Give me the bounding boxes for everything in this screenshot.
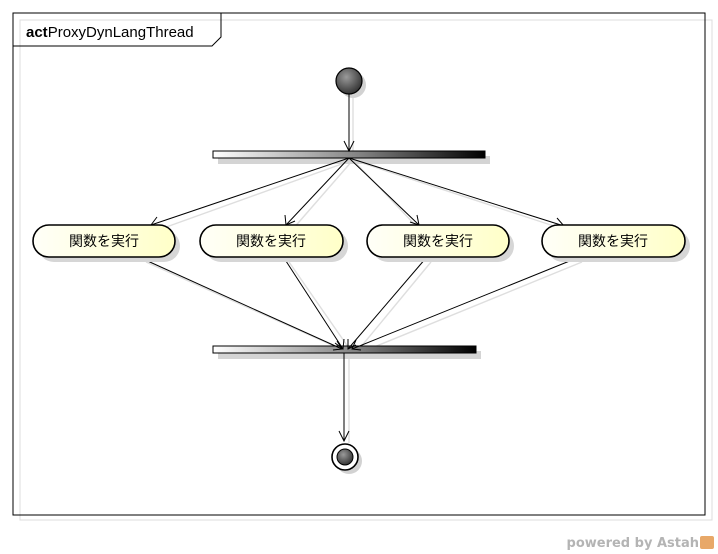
join-bar-shadow bbox=[218, 351, 481, 359]
diagram-frame bbox=[12, 12, 706, 516]
edge-shadows bbox=[145, 98, 583, 443]
frame-label-box bbox=[13, 13, 222, 47]
action-label: 関数を実行 bbox=[236, 234, 306, 250]
action-box bbox=[366, 224, 510, 258]
action-label: 関数を実行 bbox=[403, 234, 473, 250]
arrowhead bbox=[338, 430, 350, 443]
arrowhead bbox=[351, 339, 362, 351]
frame-shadow bbox=[19, 19, 713, 521]
arrowhead bbox=[343, 140, 355, 153]
action-box bbox=[199, 224, 344, 258]
edge-fork-to-action-4 bbox=[348, 157, 565, 227]
action-label: 関数を実行 bbox=[69, 234, 139, 250]
powered-by-footer: powered by Astah bbox=[567, 536, 714, 551]
edge-fork-to-action-2 bbox=[285, 157, 350, 226]
action-box bbox=[32, 224, 176, 258]
final-node-core bbox=[336, 448, 354, 466]
action-4: 関数を実行 bbox=[541, 224, 690, 262]
join-bar bbox=[212, 345, 477, 354]
footer-text: powered by Astah bbox=[566, 536, 699, 551]
frame-keyword: act bbox=[26, 24, 48, 41]
action-box bbox=[541, 224, 686, 258]
edges bbox=[140, 94, 578, 443]
edge-action-1-to-join bbox=[140, 257, 343, 350]
action-3: 関数を実行 bbox=[366, 224, 514, 262]
action-2: 関数を実行 bbox=[199, 224, 348, 262]
action-1: 関数を実行 bbox=[32, 224, 180, 262]
action-label: 関数を実行 bbox=[578, 234, 648, 250]
edge-fork-to-action-3 bbox=[348, 157, 420, 226]
initial-node bbox=[335, 67, 363, 95]
edge-fork-to-action-1 bbox=[150, 157, 350, 226]
arrowhead bbox=[334, 338, 345, 350]
edge-action-4-to-join bbox=[351, 257, 578, 350]
astah-logo-icon bbox=[700, 536, 714, 549]
edge-action-2-to-join bbox=[283, 257, 344, 350]
frame-name: ProxyDynLangThread bbox=[48, 24, 194, 41]
edge-action-3-to-join bbox=[347, 257, 427, 350]
frame-label: actProxyDynLangThread bbox=[26, 24, 194, 41]
arrowhead bbox=[332, 340, 343, 351]
